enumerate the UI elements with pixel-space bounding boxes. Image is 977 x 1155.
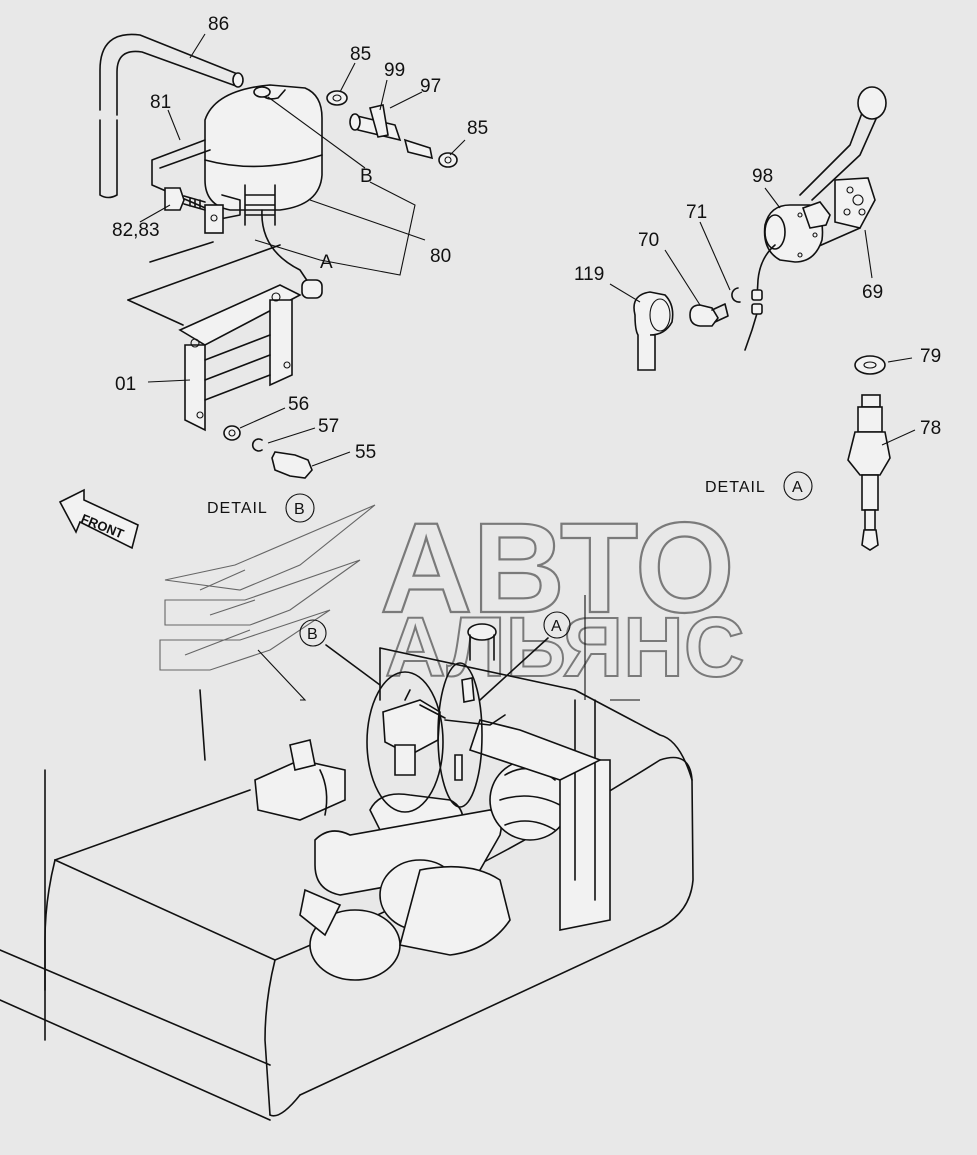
- label-85-lower: 85: [467, 118, 488, 139]
- label-82-83: 82,83: [112, 220, 160, 241]
- label-57: 57: [318, 416, 339, 437]
- label-78: 78: [920, 418, 941, 439]
- detail-b-circle: [285, 493, 315, 523]
- label-56: 56: [288, 394, 309, 415]
- detail-circle-b: [366, 671, 446, 813]
- leaders-detail-a: [609, 187, 916, 446]
- label-85-upper: 85: [350, 44, 371, 65]
- label-119: 119: [574, 264, 604, 285]
- bolt-55: [271, 451, 313, 479]
- label-86: 86: [208, 14, 229, 35]
- washer-79: [854, 355, 886, 375]
- hose-86: [99, 33, 244, 199]
- joint-97-99: [349, 104, 434, 160]
- sender-bracket-69: [799, 86, 887, 251]
- engine: [254, 623, 611, 981]
- watermark-line1: АВТО: [380, 497, 735, 640]
- label-55: 55: [355, 442, 376, 463]
- label-79: 79: [920, 346, 941, 367]
- detail-b-letter: B: [294, 501, 306, 518]
- mount-plate-01: [127, 241, 302, 432]
- label-a-line: A: [320, 252, 333, 273]
- boot-119: [633, 291, 674, 371]
- detail-a-label: DETAIL: [705, 479, 766, 496]
- washer-71: [731, 287, 741, 303]
- callout-b-letter: B: [307, 626, 319, 643]
- label-81: 81: [150, 92, 171, 113]
- sensor-78: [847, 394, 891, 551]
- screw-70: [689, 303, 729, 327]
- detail-a-circle: [783, 471, 813, 501]
- washer-56: [223, 425, 241, 441]
- label-71: 71: [686, 202, 707, 223]
- label-99: 99: [384, 60, 405, 81]
- callout-a-circle: [543, 611, 571, 639]
- clamp-85a: [326, 90, 348, 106]
- callout-a-letter: A: [551, 618, 563, 635]
- callout-leaders: [257, 637, 549, 701]
- label-80: 80: [430, 246, 451, 267]
- label-97: 97: [420, 76, 441, 97]
- front-arrow: FRONT: [58, 488, 139, 550]
- label-98: 98: [752, 166, 773, 187]
- watermark-logo: [159, 504, 376, 671]
- bolt-82-83: [164, 187, 206, 211]
- label-70: 70: [638, 230, 659, 251]
- sender-98: [744, 201, 831, 351]
- spring-washer-57: [251, 438, 263, 452]
- detail-circle-a: [437, 662, 506, 808]
- detail-a-letter: A: [792, 479, 804, 496]
- detail-b-label: DETAIL: [207, 500, 268, 517]
- label-01: 01: [115, 374, 136, 395]
- leaders-detail-b: [139, 33, 466, 467]
- clamp-85b: [438, 152, 458, 168]
- callout-b-circle: [299, 619, 327, 647]
- label-69: 69: [862, 282, 883, 303]
- label-b-line: B: [360, 166, 373, 187]
